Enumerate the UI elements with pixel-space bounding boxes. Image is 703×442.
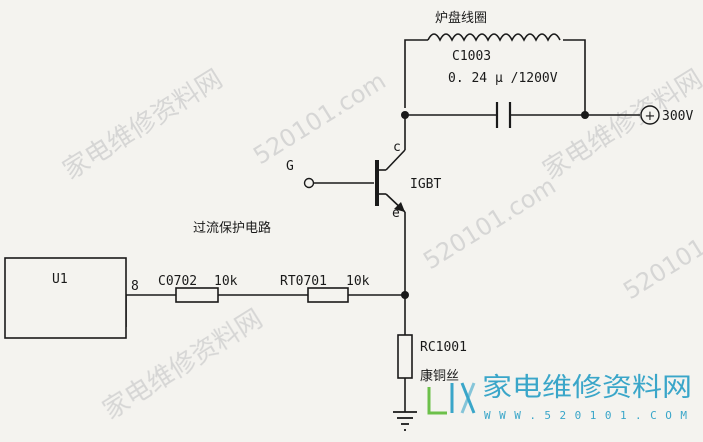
supply-plus: + [645, 109, 656, 124]
igbt-label: IGBT [410, 177, 441, 192]
collector-label: c [393, 140, 401, 155]
wire-collector-diag [385, 149, 406, 171]
coil-label: 炉盘线圈 [435, 10, 487, 26]
capacitor-value-label: 0. 24 μ /1200V [448, 71, 558, 86]
junction-collector [401, 111, 409, 119]
c0702-value-label: 10k [214, 274, 238, 289]
wires [125, 39, 640, 412]
resistor-c0702 [175, 287, 219, 303]
watermark-layer: 家电维修资料网 520101.com 家电维修资料网 520101.com 家电… [58, 64, 703, 426]
capacitor-c1003 [495, 102, 512, 128]
gate-terminal-icon [303, 177, 315, 189]
junction-emitter [401, 291, 409, 299]
rt0701-value-label: 10k [346, 274, 370, 289]
supply-terminal-icon [640, 105, 660, 125]
logo-mark-icon [427, 382, 476, 415]
u1-label: U1 [52, 272, 68, 287]
ground-icon [393, 411, 417, 431]
rc1001-ref-label: RC1001 [420, 340, 467, 355]
watermark-url: 520101.com [618, 202, 703, 306]
watermark-url: 520101.com [248, 67, 390, 171]
inductor-coil [427, 33, 561, 42]
protection-circuit-label: 过流保护电路 [193, 220, 271, 236]
junction-supply [581, 111, 589, 119]
watermark-text: 家电维修资料网 [538, 64, 703, 186]
c0702-ref-label: C0702 [158, 274, 197, 289]
rt0701-ref-label: RT0701 [280, 274, 327, 289]
igbt-emitter-arrow-icon [394, 202, 405, 212]
wire-coil-right [563, 39, 586, 115]
rc1001-desc-label: 康铜丝 [420, 368, 459, 384]
logo-text: 家电维修资料网 [482, 373, 692, 403]
gate-label: G [286, 159, 294, 174]
logo-url: WWW.520101.COM [484, 409, 690, 422]
watermark-text: 家电维修资料网 [58, 64, 228, 186]
resistor-rt0701 [307, 287, 349, 303]
resistor-rc1001 [397, 334, 413, 379]
capacitor-ref-label: C1003 [452, 49, 491, 64]
wire-coil-left [404, 39, 428, 108]
wire-u1-out [125, 294, 176, 327]
pin-label: 8 [131, 279, 139, 294]
emitter-label: e [392, 206, 400, 221]
supply-voltage-label: 300V [662, 109, 693, 124]
u1-block [4, 257, 127, 339]
site-logo: 家电维修资料网 WWW.520101.COM [427, 373, 692, 422]
junctions [401, 111, 589, 299]
